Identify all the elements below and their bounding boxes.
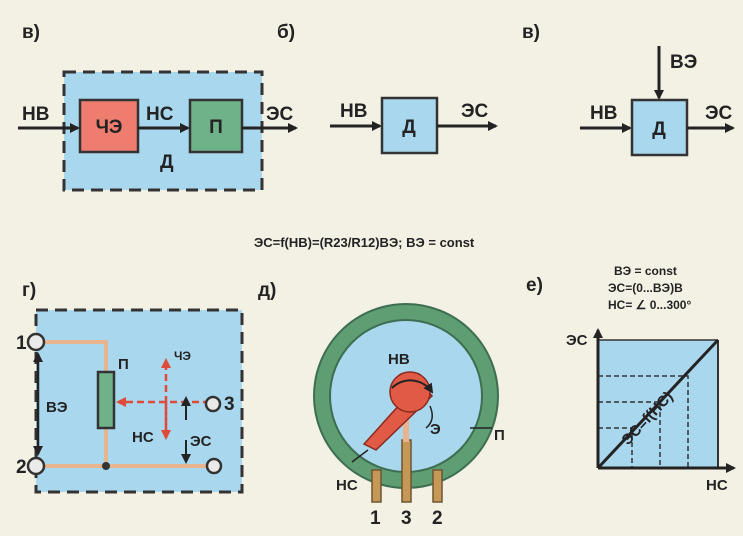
- terminal-1: [26, 332, 46, 352]
- output-label: ЭС: [705, 103, 733, 124]
- rotation-arrow: [391, 379, 434, 394]
- terminal-2-label: 2: [16, 457, 27, 478]
- guide-2: [598, 401, 661, 468]
- device-block: [380, 96, 439, 155]
- condition-2: ЭС=(0...ВЭ)В: [608, 281, 683, 295]
- terminal-3: [204, 395, 222, 413]
- input-label: НВ: [388, 351, 410, 368]
- pin-1: [371, 469, 382, 503]
- panel-c: в) Д НВ ВЭ ЭС: [522, 22, 735, 157]
- converter-label: П: [494, 427, 505, 444]
- supply-label: ВЭ: [46, 399, 68, 416]
- input-label: НВ: [340, 101, 367, 122]
- panel-d: г) П ЧЭ НС ЭС 3 1 2 ВЭ: [16, 280, 244, 494]
- output-label: ЭС: [190, 433, 212, 450]
- converter-label: П: [209, 117, 223, 138]
- panel-e-letter: д): [258, 280, 276, 301]
- input-label: НС: [132, 429, 154, 446]
- x-axis-label: НС: [706, 477, 728, 494]
- condition-3: НС= ∠ 0...300°: [608, 298, 691, 312]
- wire-top: [36, 340, 108, 372]
- guide-3: [598, 427, 633, 468]
- mid-label: НС: [146, 104, 174, 125]
- input-label: НВ: [590, 103, 617, 124]
- terminal-3-label: 3: [224, 394, 235, 415]
- panel-d-letter: г): [22, 280, 36, 301]
- pin-2: [432, 469, 443, 503]
- sensor-label: ЧЭ: [174, 349, 191, 363]
- panel-b-letter: б): [277, 22, 295, 43]
- knob: [389, 371, 431, 413]
- panel-c-letter: в): [522, 22, 540, 43]
- junction-dot: [102, 462, 110, 470]
- device-block: [630, 98, 689, 157]
- element-pointer: [425, 405, 433, 429]
- panel-f-letter: е): [526, 275, 543, 296]
- element-label: Э: [430, 421, 441, 438]
- characteristic-line: [596, 338, 720, 470]
- pin-1-label: 1: [370, 508, 381, 529]
- top-label: ВЭ: [670, 52, 697, 73]
- terminal-4: [205, 457, 223, 475]
- converter-label: П: [118, 356, 129, 373]
- output-label: НС: [336, 477, 358, 494]
- device-label: Д: [160, 152, 174, 173]
- converter-block: [188, 98, 244, 154]
- pin-3-label: 3: [401, 508, 412, 529]
- panel-f: е) ВЭ = const ЭС=(0...ВЭ)В НС= ∠ 0...300…: [526, 264, 736, 494]
- panel-e: д) 1 3 2 НВ Э П НС: [258, 280, 505, 529]
- panel-b: б) Д НВ ЭС: [277, 22, 498, 155]
- terminal-1-label: 1: [16, 333, 27, 354]
- pin-2-label: 2: [432, 508, 443, 529]
- input-label: НВ: [22, 104, 49, 125]
- resistor: [96, 370, 116, 430]
- output-label: ЭС: [266, 104, 294, 125]
- sensor-label: ЧЭ: [96, 117, 123, 138]
- guide-1: [598, 375, 689, 468]
- panel-a: в) ЧЭ П НВ НС ЭС Д: [18, 22, 298, 192]
- y-axis-label: ЭС: [566, 332, 588, 349]
- output-label: ЭС: [461, 101, 489, 122]
- device-label: Д: [652, 119, 666, 140]
- terminal-2: [26, 456, 46, 476]
- condition-1: ВЭ = const: [614, 264, 677, 278]
- pin-3: [401, 439, 412, 503]
- sensor-block: [78, 98, 140, 154]
- formula: ЭС=f(НВ)=(R23/R12)ВЭ; ВЭ = const: [254, 235, 475, 250]
- output-pointer: [351, 449, 369, 463]
- device-label: Д: [402, 117, 416, 138]
- panel-a-letter: в): [22, 22, 40, 43]
